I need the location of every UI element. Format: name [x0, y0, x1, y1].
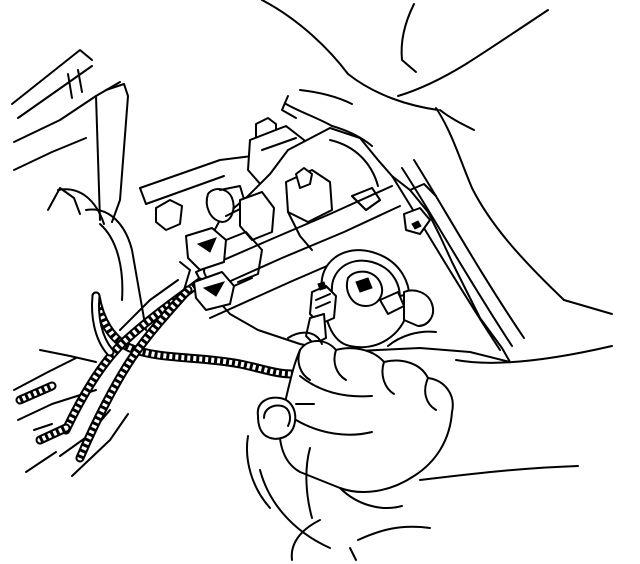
bulb-socket	[320, 249, 434, 349]
right-hand	[246, 330, 613, 561]
headlamp-housing	[139, 117, 525, 363]
wiring-harness	[15, 277, 297, 463]
left-hand	[261, 0, 613, 315]
body-panel	[11, 49, 179, 477]
